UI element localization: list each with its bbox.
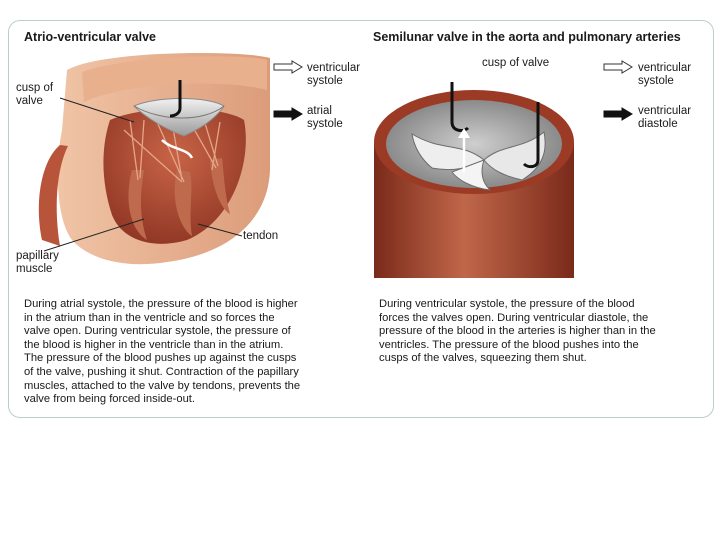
legend-left-atrial-systole: atrial systole — [307, 105, 343, 130]
right-panel-title: Semilunar valve in the aorta and pulmona… — [373, 30, 681, 44]
open-arrow-icon — [273, 60, 303, 74]
legend-right-ventricular-systole: ventricular systole — [638, 62, 692, 87]
label-tendon: tendon — [243, 230, 279, 242]
left-panel-title: Atrio-ventricular valve — [24, 30, 156, 44]
right-description: During ventricular systole, the pressure… — [379, 298, 656, 365]
left-description: During atrial systole, the pressure of t… — [24, 298, 301, 406]
label-cusp-of-valve-right: cusp of valve — [482, 57, 550, 69]
legend-right-ventricular-diastole: ventricular diastole — [638, 105, 692, 130]
filled-arrow-icon — [603, 107, 633, 121]
label-cusp-of-valve: cusp of valve — [16, 82, 54, 107]
label-papillary-muscle: papillary muscle — [16, 250, 59, 275]
semilunar-valve-illustration — [374, 82, 574, 278]
filled-arrow-icon — [273, 107, 303, 121]
tendon-pointer-line — [197, 223, 243, 237]
cusp-pointer-line — [59, 97, 135, 123]
papillary-pointer-line — [43, 218, 145, 252]
av-valve-illustration — [38, 53, 271, 265]
open-arrow-icon — [603, 60, 633, 74]
legend-left-ventricular-systole: ventricular systole — [307, 62, 361, 87]
